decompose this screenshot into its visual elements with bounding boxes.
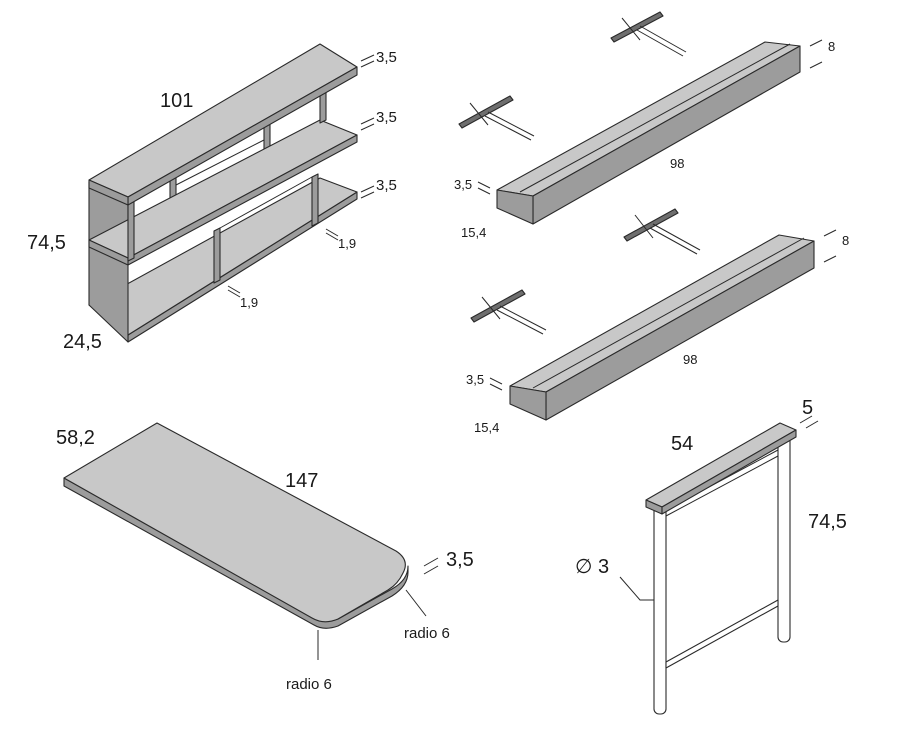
wall-shelf-bottom-length-label: 98 [683, 352, 697, 367]
bracket-icon [610, 11, 687, 57]
leg-frame-top-width-label: 5 [802, 397, 813, 419]
leg-frame-tube-diameter-label: ∅ 3 [575, 556, 609, 578]
shelf-unit-depth-label: 24,5 [63, 331, 102, 353]
shelf-unit-width-label: 101 [160, 90, 193, 112]
desk-top-corner-radius-right-label: radio 6 [404, 625, 450, 642]
wall-shelf-bottom-depth-label: 15,4 [474, 420, 499, 435]
bracket-icon [470, 289, 547, 335]
wall-shelf-top-depth-label: 15,4 [461, 225, 486, 240]
shelf-thickness-1-label: 3,5 [376, 49, 397, 66]
wall-shelf-top-length-label: 98 [670, 156, 684, 171]
bracket-icon [623, 208, 701, 255]
shelf-thickness-2-label: 3,5 [376, 109, 397, 126]
shelf-thickness-3-label: 3,5 [376, 177, 397, 194]
wall-shelf-bottom-thickness-label: 3,5 [466, 372, 484, 387]
leg-frame: 54 5 74,5 ∅ 3 [575, 397, 847, 715]
leg-frame-width-label: 54 [671, 433, 693, 455]
desk-top-length-label: 147 [285, 470, 318, 492]
wall-shelf-top-thickness-label: 3,5 [454, 177, 472, 192]
desk-top-depth-label: 58,2 [56, 427, 95, 449]
desk-top-thickness-label: 3,5 [446, 549, 474, 571]
wall-shelf-bottom-height-label: 8 [842, 233, 849, 248]
bracket-icon [458, 95, 535, 141]
wall-shelf-bottom: 8 98 3,5 15,4 [466, 208, 849, 435]
wall-shelf-top-height-label: 8 [828, 39, 835, 54]
panel-thickness-bottom-label: 1,9 [240, 295, 258, 310]
shelf-unit-height-label: 74,5 [27, 232, 66, 254]
panel-thickness-right-label: 1,9 [338, 236, 356, 251]
desk-top: 58,2 147 3,5 radio 6 radio 6 [56, 422, 474, 693]
shelf-unit: 101 74,5 24,5 3,5 3,5 3,5 1,9 1,9 [27, 43, 397, 353]
desk-top-corner-radius-front-label: radio 6 [286, 676, 332, 693]
leg-frame-height-label: 74,5 [808, 511, 847, 533]
wall-shelf-top: 8 98 3,5 15,4 [454, 11, 835, 240]
